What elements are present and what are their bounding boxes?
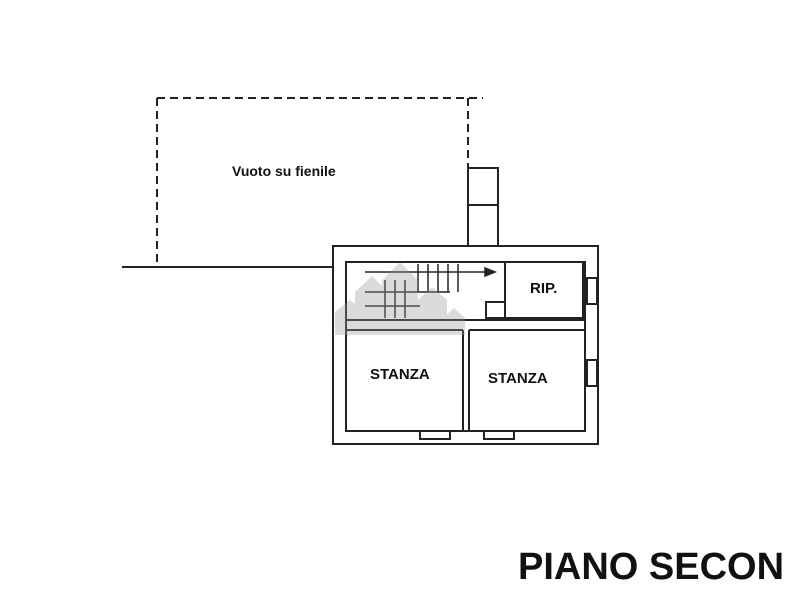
staircase — [365, 264, 498, 318]
chimney — [467, 167, 499, 247]
building-walls — [332, 245, 599, 445]
windows — [419, 277, 598, 440]
void-label: Vuoto su fienile — [232, 163, 336, 179]
watermark-houses-icon — [335, 262, 465, 335]
room-label-rip: RIP. — [530, 280, 558, 297]
plan-title: PIANO SECON — [518, 546, 785, 588]
room-label-stanza-left: STANZA — [370, 366, 430, 383]
void-outline — [156, 97, 483, 267]
room-label-stanza-right: STANZA — [488, 370, 548, 387]
